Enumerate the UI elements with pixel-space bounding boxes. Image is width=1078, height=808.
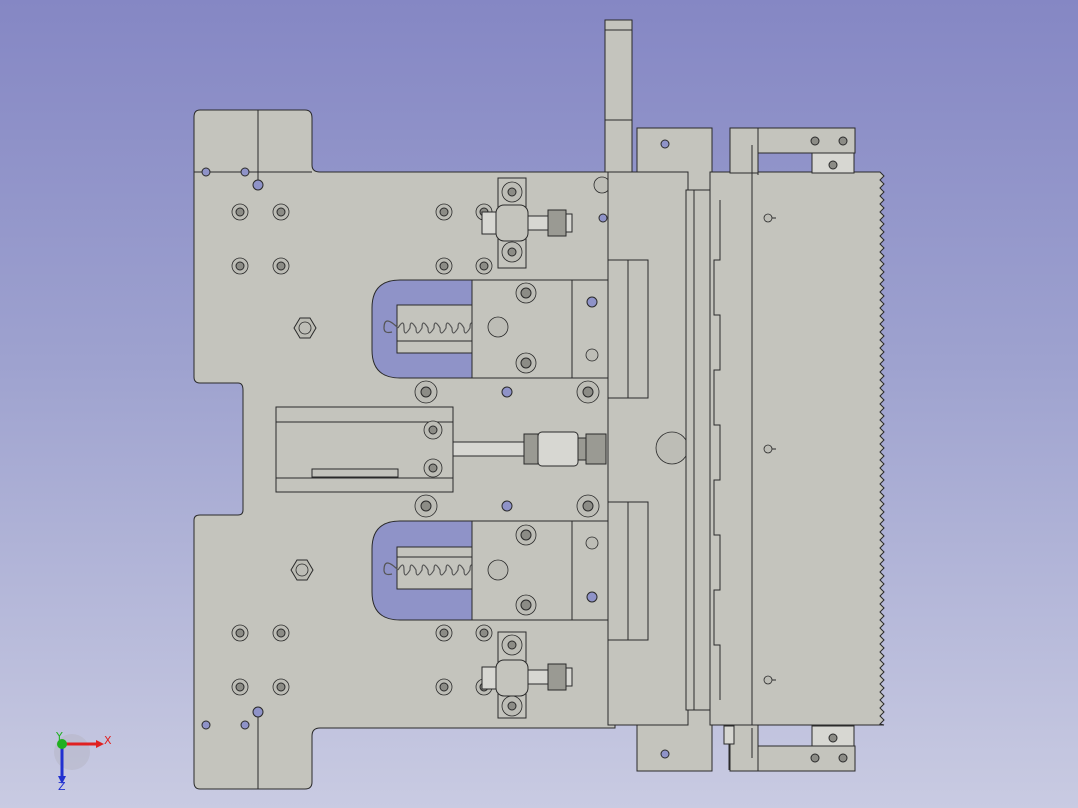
middle-holes <box>414 176 611 518</box>
top-roller-bracket <box>729 127 856 175</box>
z-axis-label: Z <box>58 780 66 793</box>
top-vertical-bar <box>604 19 633 176</box>
upper-spring-assembly <box>383 279 609 379</box>
lower-mini-cylinder <box>481 631 573 719</box>
hex-nuts <box>290 317 317 581</box>
y-axis-label: Y <box>55 730 63 743</box>
serrated-blade <box>751 171 885 726</box>
upper-mini-cylinder <box>481 177 573 269</box>
pneumatic-cylinder <box>275 406 607 493</box>
bottom-roller-bracket <box>723 724 856 772</box>
lower-spring-assembly <box>383 520 609 621</box>
corner-holes <box>201 167 264 730</box>
x-axis-label: X <box>104 734 112 747</box>
guide-rail <box>709 171 755 726</box>
axis-triad: X Y Z <box>54 730 112 793</box>
blade-pins <box>763 213 776 685</box>
slide-bracket <box>607 127 715 772</box>
